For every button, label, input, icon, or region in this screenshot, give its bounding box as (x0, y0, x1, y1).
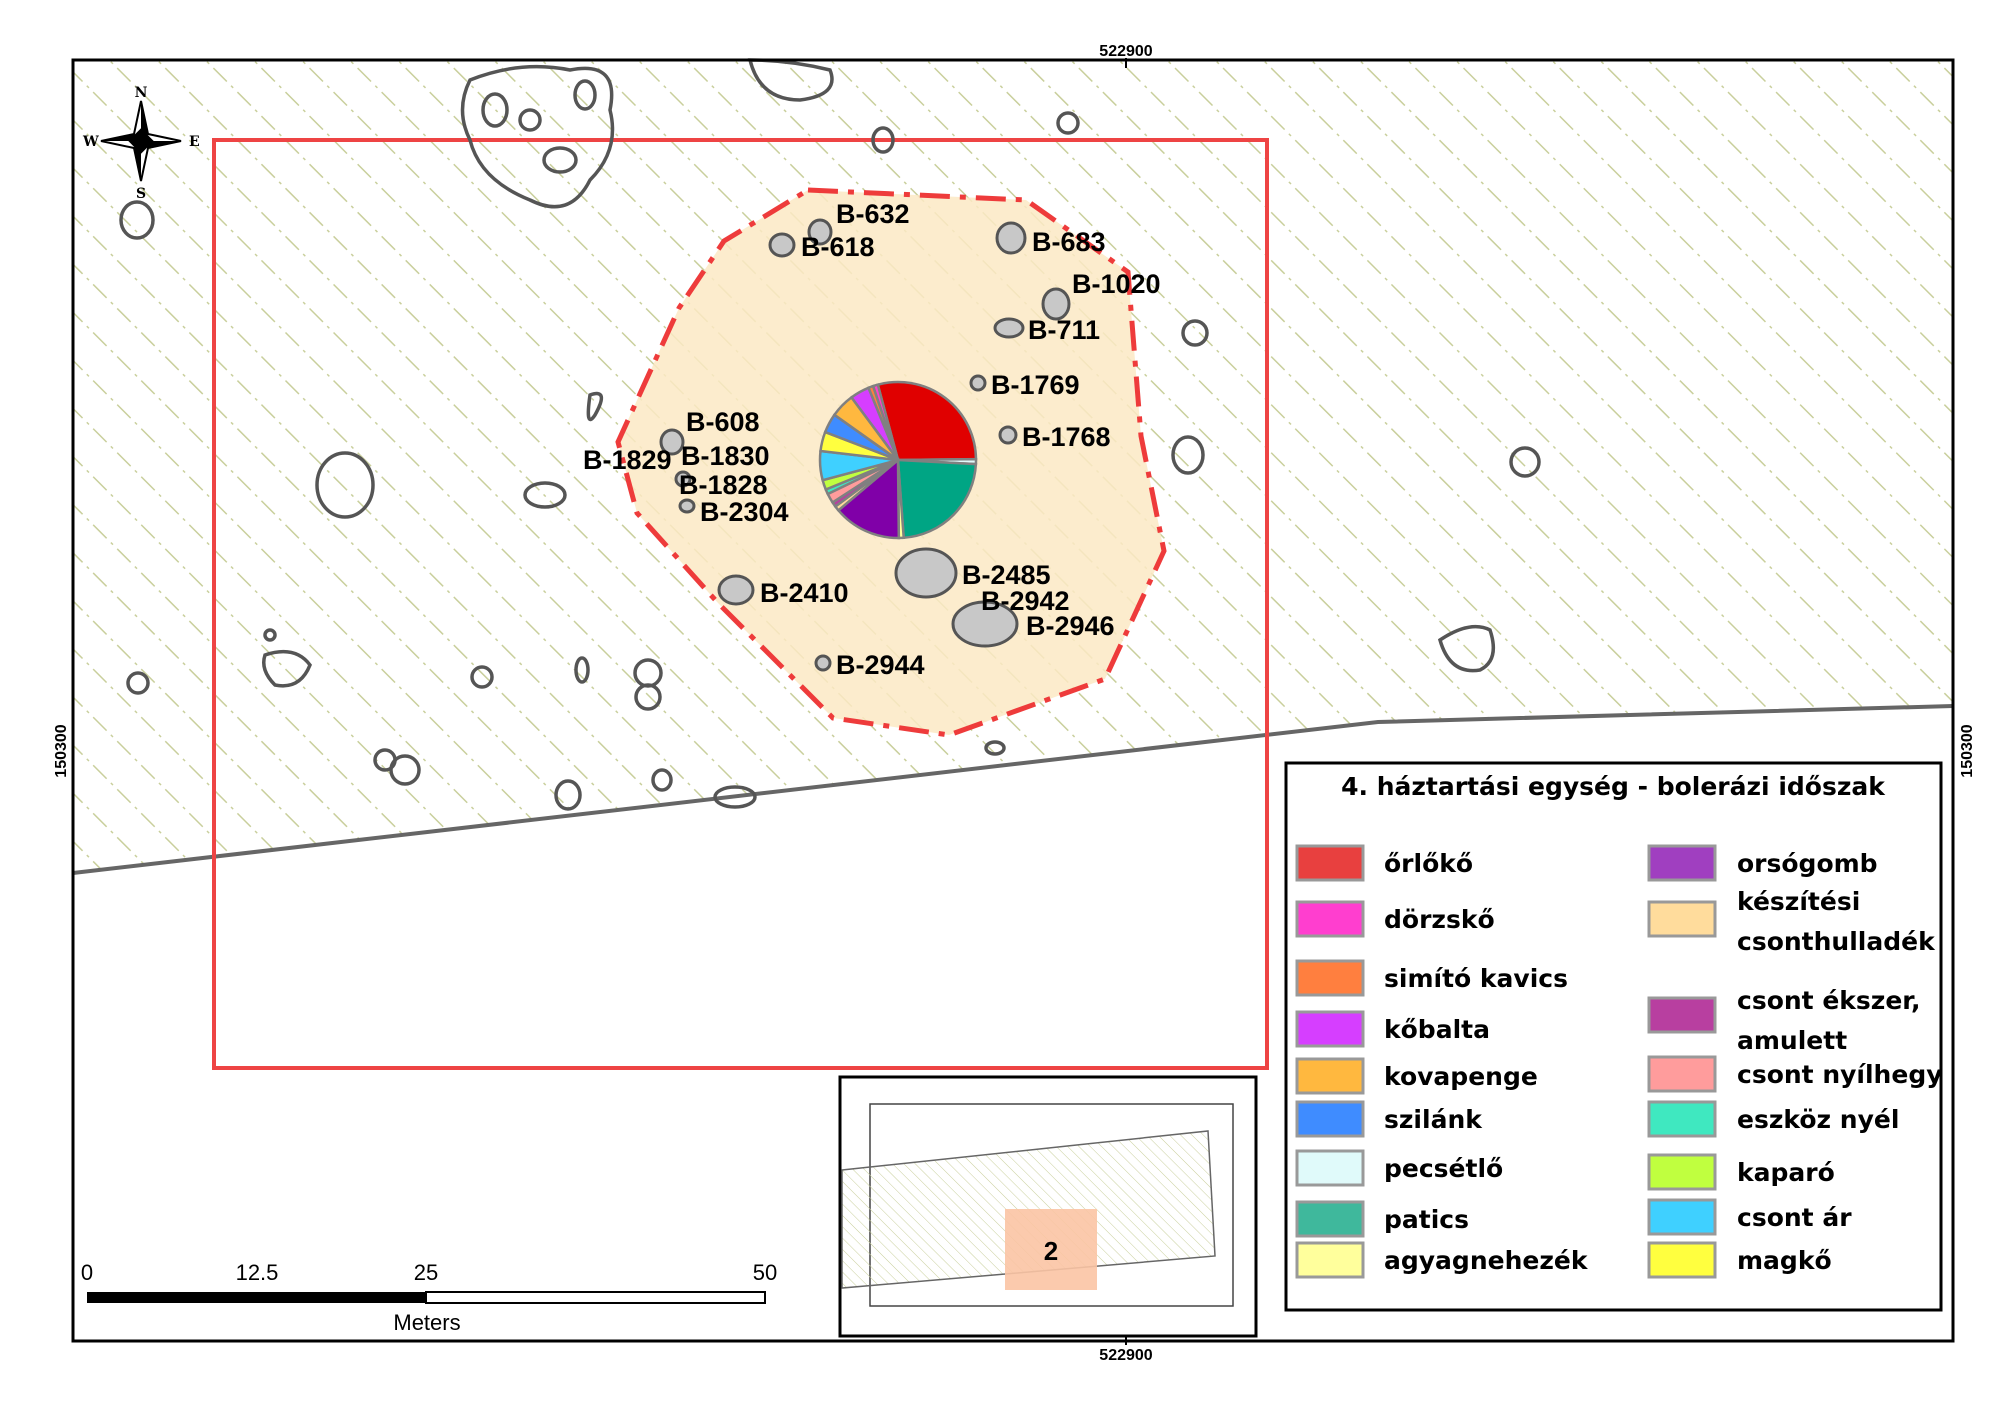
coord-left: 150300 (53, 724, 70, 777)
legend-swatch (1295, 1149, 1365, 1187)
legend-swatch (1647, 1153, 1717, 1191)
artifact-pie-chart (818, 380, 978, 540)
legend-swatch (1295, 1200, 1365, 1238)
legend-swatch (1647, 1100, 1717, 1138)
feature-label: B-1769 (991, 370, 1080, 400)
scale-bar: 0 12.5 25 50 Meters (81, 1260, 777, 1335)
feature-label: B-618 (801, 232, 875, 262)
feature-label: B-1020 (1072, 269, 1161, 299)
north-arrow-icon: N S E W (82, 85, 200, 202)
feature-label: B-1768 (1022, 422, 1111, 452)
legend-swatch (1295, 1241, 1365, 1279)
legend-label: pecsétlő (1384, 1154, 1503, 1183)
pie-slice (896, 458, 978, 540)
legend-label: készítési (1737, 887, 1860, 916)
feature-label: B-1829 (583, 445, 672, 475)
feature-label: B-1828 (679, 470, 768, 500)
legend-label: őrlőkő (1384, 849, 1473, 878)
compass-w: W (82, 134, 99, 150)
feature-label: B-608 (686, 407, 760, 437)
scale-tick-25: 25 (414, 1260, 438, 1285)
scale-unit: Meters (393, 1310, 460, 1335)
legend-label: agyagnehezék (1384, 1246, 1589, 1275)
other-features (119, 58, 1541, 811)
legend-label: csont ékszer, (1737, 986, 1920, 1015)
legend-label: dörzskő (1384, 905, 1495, 934)
scale-tick-0: 0 (81, 1260, 93, 1285)
feature-label: B-2485 (962, 560, 1051, 590)
inset-highlight-area (1005, 1209, 1097, 1290)
legend-swatch (1647, 996, 1717, 1034)
legend-label: kovapenge (1384, 1062, 1538, 1091)
legend-label: amulett (1737, 1026, 1847, 1055)
legend-label: simító kavics (1384, 964, 1568, 993)
legend-label: patics (1384, 1205, 1469, 1234)
legend-swatch (1647, 900, 1717, 938)
legend-swatch (1295, 1100, 1365, 1138)
legend-swatch (1647, 1198, 1717, 1236)
feature-label: B-683 (1032, 227, 1106, 257)
legend: 4. háztartási egység - bolerázi időszak … (1284, 761, 1943, 1312)
legend-swatch (1647, 1241, 1717, 1279)
legend-title: 4. háztartási egység - bolerázi időszak (1341, 772, 1886, 801)
legend-swatch (1647, 1055, 1717, 1093)
legend-label: csonthulladék (1737, 927, 1936, 956)
pie-slice (871, 383, 900, 461)
legend-label: orsógomb (1737, 849, 1878, 878)
feature-label: B-632 (836, 199, 910, 229)
legend-swatch (1295, 900, 1365, 938)
legend-label: csont nyílhegy (1737, 1060, 1943, 1089)
legend-swatch (1295, 1010, 1365, 1048)
legend-swatch (1647, 844, 1717, 882)
coord-top: 522900 (1099, 43, 1152, 60)
legend-label: kaparó (1737, 1158, 1835, 1187)
legend-label: eszköz nyél (1737, 1105, 1899, 1134)
legend-label: szilánk (1384, 1105, 1483, 1134)
feature-label: B-2304 (700, 497, 789, 527)
inset-label: 2 (1044, 1236, 1058, 1266)
pie-slice (876, 380, 978, 462)
feature-label: B-711 (1028, 315, 1100, 345)
legend-swatch (1295, 959, 1365, 997)
excavation-boundary-line (72, 704, 1954, 875)
overview-inset: 2 (838, 1075, 1258, 1338)
compass-n: N (135, 85, 148, 101)
scale-tick-12-5: 12.5 (236, 1260, 279, 1285)
legend-swatch (1295, 844, 1365, 882)
feature-label: B-2944 (836, 650, 925, 680)
legend-label: magkő (1737, 1246, 1832, 1275)
compass-s: S (136, 186, 146, 202)
legend-label: kőbalta (1384, 1015, 1490, 1044)
pie-slice (836, 457, 901, 540)
feature-label: B-1830 (681, 441, 770, 471)
scale-tick-50: 50 (753, 1260, 777, 1285)
feature-label: B-2410 (760, 578, 849, 608)
feature-label: B-2942 (981, 586, 1070, 616)
feature-label: B-2946 (1026, 611, 1115, 641)
study-area-frame (212, 138, 1269, 1070)
coord-bottom: 522900 (1099, 1347, 1152, 1364)
coord-right: 150300 (1959, 724, 1976, 777)
legend-label: csont ár (1737, 1203, 1852, 1232)
map-frame (71, 58, 1955, 1343)
household-features (659, 218, 1071, 672)
compass-e: E (189, 134, 200, 150)
legend-swatch (1295, 1057, 1365, 1095)
